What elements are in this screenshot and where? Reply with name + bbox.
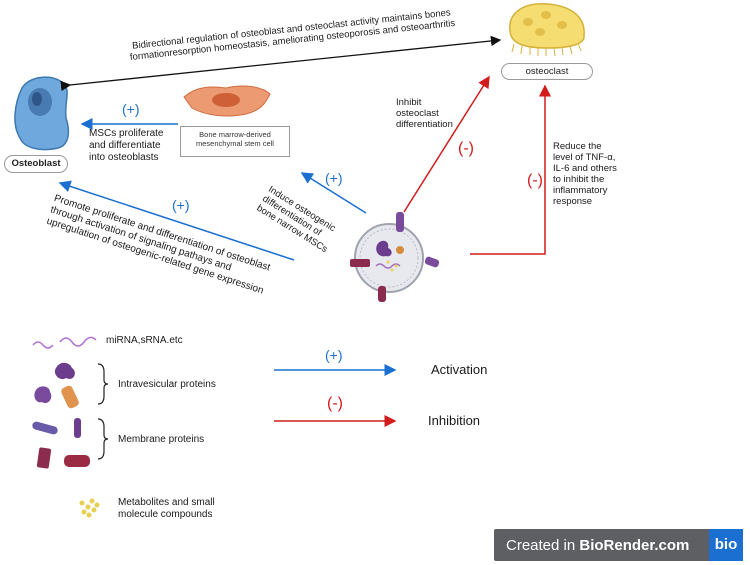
msc-label-box: Bone marrow-derived mesenchymal stem cel… <box>180 126 290 157</box>
legend-membrane-label: Membrane proteins <box>118 434 205 445</box>
msc-label-line-1: Bone marrow-derived <box>199 130 271 139</box>
biorender-badge-text: Created in BioRender.com <box>506 537 689 554</box>
msc-proliferate-caption: MSCs proliferate and differentiate into … <box>89 128 163 164</box>
legend-metabolites-icon <box>79 498 100 518</box>
legend-intravesicular-label: Intravesicular proteins <box>118 379 216 390</box>
reduce-line-6: response <box>553 196 593 207</box>
inhibit-line-2: osteoclast <box>396 108 439 119</box>
reduce-line-4: to inhibit the <box>553 174 605 185</box>
inflammation-minus-sign: (-) <box>527 172 543 189</box>
badge-created-in: Created in <box>506 537 580 554</box>
legend-intravesicular-icon <box>34 362 79 409</box>
legend-mirna-icon <box>32 336 97 349</box>
vesicle-to-msc-arrow <box>300 172 367 214</box>
vesicle-inflammation-arrow <box>470 84 551 255</box>
legend-metabolites-line-1: Metabolites and small <box>118 497 215 508</box>
msc-plus-sign: (+) <box>122 101 140 117</box>
legend-activation-sign: (+) <box>325 347 343 363</box>
legend-membrane-icon <box>32 418 90 469</box>
osteoclast-minus-sign: (-) <box>458 140 474 157</box>
biorender-badge[interactable]: Created in BioRender.com bio <box>494 529 743 561</box>
osteoblast-label: Osteoblast <box>4 155 68 173</box>
reduce-line-2: level of TNF-α, <box>553 152 616 163</box>
legend-intravesicular-bracket <box>97 363 109 405</box>
vesicle-osteoblast-plus-sign: (+) <box>172 197 190 213</box>
legend-inhibition-label: Inhibition <box>428 413 481 428</box>
vesicle-to-osteoblast-arrow <box>58 180 295 261</box>
inhibit-line-1: Inhibit <box>396 97 422 108</box>
legend-inhibition-sign: (-) <box>327 395 343 412</box>
reduce-line-3: IL-6 and others <box>553 163 617 174</box>
badge-brand: BioRender.com <box>579 537 690 554</box>
vesicle-to-osteoclast-arrow <box>403 75 490 213</box>
reduce-caption: Reduce the level of TNF-α, IL-6 and othe… <box>553 141 617 207</box>
biorender-logo-icon: bio <box>709 529 743 561</box>
osteoblast-cell-icon <box>14 76 70 151</box>
inhibit-caption: Inhibit osteoclast differentiation <box>396 97 453 130</box>
msc-proliferate-line-3: into osteoblasts <box>89 152 159 163</box>
legend-activation-label: Activation <box>431 362 488 377</box>
inhibit-line-3: differentiation <box>396 119 453 130</box>
bidirectional-arrow <box>60 35 502 92</box>
msc-proliferate-line-1: MSCs proliferate <box>89 128 164 139</box>
legend-mirna-label: miRNA,sRNA.etc <box>106 335 183 346</box>
msc-proliferate-line-2: and differentiate <box>89 140 161 151</box>
reduce-line-1: Reduce the <box>553 141 602 152</box>
legend-metabolites-line-2: molecule compounds <box>118 509 213 520</box>
legend-metabolites-label: Metabolites and small molecule compounds <box>118 497 215 521</box>
legend-membrane-bracket <box>97 418 109 460</box>
vesicle-msc-plus-sign: (+) <box>325 170 343 186</box>
msc-cell-icon <box>183 85 271 117</box>
osteoclast-cell-icon <box>509 3 585 57</box>
osteoclast-label: osteoclast <box>501 63 593 80</box>
extracellular-vesicle-icon <box>350 212 440 302</box>
msc-label-line-2: mesenchymal stem cell <box>196 139 274 148</box>
reduce-line-5: inflammatory <box>553 185 608 196</box>
